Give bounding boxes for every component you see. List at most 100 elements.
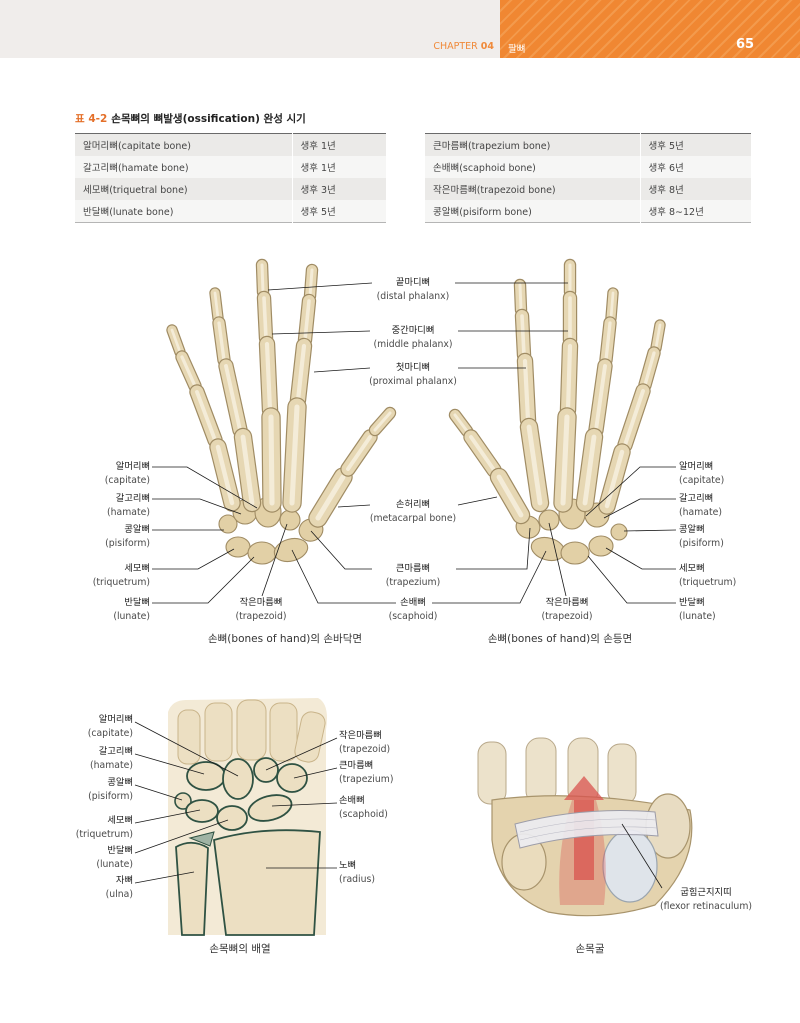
leader-line-dorsal-lunate: [587, 555, 676, 604]
caption-palmar-view: 손뼈(bones of hand)의 손바닥면: [207, 633, 363, 645]
label-en: (lunate): [96, 858, 133, 870]
leader-line-dorsal-pisiform: [623, 529, 677, 532]
label-wrist-hamate: 갈고리뼈 (hamate): [33, 745, 133, 772]
dorsal-thumb-proximal-phalanx-highlight: [469, 435, 496, 472]
label-en: (capitate): [87, 727, 133, 739]
leader-line-wrist-triquetrum: [134, 809, 201, 824]
age-cell: 생후 5년: [639, 133, 751, 156]
label-ko: 작은마름뼈: [239, 597, 283, 608]
bone-cell: 세모뼈(triquetral bone): [75, 178, 292, 200]
label-ko: 굽힘근지지띠: [680, 887, 732, 898]
leader-line-palmar-hamate: [152, 498, 242, 515]
leader-line-palmar-triquetrum: [152, 548, 235, 570]
label-en: (triquetrum): [75, 828, 133, 840]
table-row: 작은마름뼈(trapezoid bone) 생후 8년: [425, 178, 751, 200]
palmar-middle-proximal-phalanx-highlight: [264, 341, 273, 413]
label-ko: 손배뼈: [400, 597, 426, 608]
finger-bone-1: [477, 741, 507, 805]
label-ko: 알머리뼈: [679, 461, 714, 472]
label-wrist-triquetrum: 세모뼈 (triquetrum): [33, 814, 133, 841]
label-en: (middle phalanx): [373, 338, 453, 350]
label-en: (trapezoid): [235, 610, 287, 622]
leader-line-palmar-trapezoid: [261, 523, 288, 597]
label-en: (trapezium): [385, 576, 441, 588]
label-wrist-ulna: 자뼈 (ulna): [33, 874, 133, 901]
label-wrist-trapezoid: 작은마름뼈 (trapezoid): [339, 729, 439, 756]
table-caption: 손목뼈의 뼈발생(ossification) 완성 시기: [111, 113, 306, 125]
bone-cell: 손배뼈(scaphoid bone): [425, 156, 640, 178]
leader-line-wrist-lunate: [134, 819, 229, 854]
table-row: 갈고리뼈(hamate bone) 생후 1년: [75, 156, 386, 178]
palmar-little-proximal-phalanx-highlight: [195, 390, 217, 442]
leader-line-wrist-scaphoid: [271, 802, 338, 807]
dorsal-index-middle-phalanx-highlight: [520, 314, 526, 357]
dorsal-little-metacarpal-highlight: [604, 449, 625, 509]
label-en: (capitate): [104, 474, 150, 486]
label-en: (lunate): [679, 610, 716, 622]
label-ko: 알머리뼈: [98, 714, 133, 725]
label-ko: 큰마름뼈: [339, 760, 374, 771]
palmar-thumb-distal-phalanx-highlight: [373, 411, 392, 432]
scaphoid-bone: [247, 794, 293, 822]
caption-carpal-tunnel: 손목굴: [575, 943, 605, 955]
dorsal-little-proximal-phalanx-highlight: [623, 389, 645, 447]
label-ko: 끝마디뼈: [395, 277, 431, 288]
label-dorsal-capitate: 알머리뼈 (capitate): [679, 460, 779, 487]
header-band-gray: [0, 0, 500, 58]
label-en: (metacarpal bone): [369, 512, 457, 524]
palmar-middle-distal-phalanx-highlight: [260, 263, 265, 294]
leader-line-wrist-trapezium: [293, 767, 338, 779]
leader-line-palmar-lunate: [152, 556, 255, 604]
label-ko: 반달뼈: [107, 845, 133, 856]
label-ko: 갈고리뼈: [98, 746, 133, 757]
label-palmar-pisiform: 콩알뼈 (pisiform): [50, 523, 150, 550]
label-palmar-hamate: 갈고리뼈 (hamate): [50, 492, 150, 519]
label-en: (triquetrum): [679, 576, 737, 588]
label-en: (lunate): [113, 610, 150, 622]
label-distal-phalanx: 끝마디뼈 (distal phalanx): [353, 276, 473, 303]
label-ko: 작은마름뼈: [545, 597, 589, 608]
palmar-trapezoid-bone: [279, 509, 301, 531]
palmar-middle-metacarpal-highlight: [268, 414, 275, 506]
label-palmar-lunate: 반달뼈 (lunate): [50, 596, 150, 623]
age-cell: 생후 8∼12년: [639, 200, 751, 223]
leader-line-wrist-trapezoid: [265, 737, 338, 771]
dorsal-index-proximal-phalanx-highlight: [522, 358, 531, 423]
table-row: 알머리뼈(capitate bone) 생후 1년: [75, 133, 386, 156]
label-proximal-phalanx: 첫마디뼈 (proximal phalanx): [353, 361, 473, 388]
dorsal-little-distal-phalanx-highlight: [654, 323, 662, 350]
caption-carpal-arrangement: 손목뼈의 배열: [209, 943, 271, 955]
label-ko: 자뼈: [115, 875, 133, 886]
lunate-bone: [216, 805, 248, 831]
palmar-pisiform-bone: [218, 514, 238, 534]
bone-cell: 큰마름뼈(trapezium bone): [425, 133, 640, 156]
pisiform-bone: [174, 792, 192, 810]
table-row: 콩알뼈(pisiform bone) 생후 8∼12년: [425, 200, 751, 223]
age-cell: 생후 1년: [291, 133, 386, 156]
leader-line-scaphoid-left: [291, 549, 396, 604]
label-ko: 첫마디뼈: [395, 362, 431, 373]
table-row: 세모뼈(triquetral bone) 생후 3년: [75, 178, 386, 200]
palmar-index-metacarpal-highlight: [289, 404, 300, 506]
table-row: 반달뼈(lunate bone) 생후 5년: [75, 200, 386, 223]
age-cell: 생후 1년: [291, 156, 386, 178]
hand-dorsal-illustration: [448, 258, 666, 565]
palmar-thumb-metacarpal-highlight: [315, 474, 346, 521]
label-ko: 세모뼈: [107, 815, 133, 826]
label-en: (pisiform): [105, 537, 150, 549]
bone-cell: 알머리뼈(capitate bone): [75, 133, 292, 156]
leader-line-trapezium-left: [310, 530, 372, 570]
articular-disc: [188, 831, 215, 847]
age-cell: 생후 3년: [291, 178, 386, 200]
leader-line-dorsal-triquetrum: [605, 547, 676, 570]
leader-line-metacarpal-left: [337, 504, 371, 508]
hand-palmar-illustration: [166, 258, 397, 565]
finger-bone-4: [607, 743, 637, 805]
leader-line-wrist-ulna: [134, 871, 195, 884]
label-wrist-pisiform: 콩알뼈 (pisiform): [33, 776, 133, 803]
ossification-table-left: 알머리뼈(capitate bone) 생후 1년 갈고리뼈(hamate bo…: [75, 133, 386, 223]
label-ko: 알머리뼈: [115, 461, 150, 472]
label-middle-phalanx: 중간마디뼈 (middle phalanx): [353, 324, 473, 351]
caption-dorsal-view: 손뼈(bones of hand)의 손등면: [487, 633, 633, 645]
